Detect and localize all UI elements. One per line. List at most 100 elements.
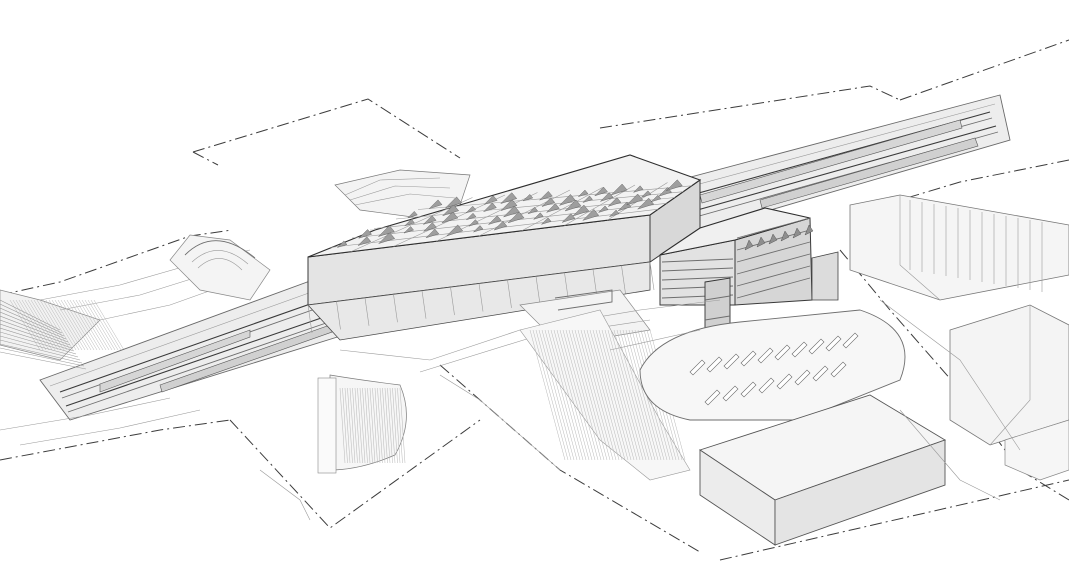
structure-column bbox=[649, 261, 655, 291]
hatch-line bbox=[90, 299, 122, 351]
roof-skylight bbox=[541, 197, 556, 207]
bus-bay bbox=[740, 381, 757, 398]
hatch-line bbox=[354, 387, 361, 464]
roof-skylight bbox=[503, 205, 520, 218]
hatch-line bbox=[359, 387, 366, 464]
hatch-line bbox=[69, 299, 101, 351]
roof-skylight bbox=[666, 179, 683, 191]
roof-skylight bbox=[423, 215, 437, 225]
structure-column bbox=[621, 265, 626, 294]
hatch-line bbox=[72, 299, 104, 351]
garden-hatch bbox=[317, 374, 407, 474]
bus-bay bbox=[757, 347, 774, 364]
bus-bay bbox=[842, 332, 859, 349]
hatch-line bbox=[45, 299, 77, 351]
roof-skylight bbox=[473, 225, 484, 233]
seating-row bbox=[0, 339, 81, 361]
hatch-line bbox=[21, 299, 53, 351]
bus-bay bbox=[830, 361, 847, 378]
left-stadium bbox=[0, 299, 87, 370]
hatch-line bbox=[42, 299, 74, 351]
hatch-line bbox=[66, 299, 98, 351]
hatch-line bbox=[347, 387, 353, 464]
roof-skylight bbox=[500, 199, 518, 211]
seating-row bbox=[0, 347, 85, 367]
seating-row bbox=[0, 331, 77, 355]
roof-skylight bbox=[403, 226, 414, 234]
roof-skylight bbox=[582, 195, 593, 203]
hatch-line bbox=[9, 299, 41, 351]
bus-bay bbox=[825, 335, 842, 352]
hatch-line bbox=[397, 387, 403, 464]
hatch-line bbox=[538, 329, 575, 461]
structure-column bbox=[393, 294, 398, 323]
hatch-line bbox=[604, 329, 641, 461]
hatch-line bbox=[344, 387, 351, 464]
hatch-line bbox=[30, 299, 62, 351]
hatch-line bbox=[595, 329, 632, 461]
hatch-line bbox=[339, 387, 346, 464]
hatch-line bbox=[625, 329, 662, 461]
roof-skylight bbox=[559, 194, 576, 206]
hatch-line bbox=[562, 329, 599, 461]
hatch-line bbox=[384, 387, 391, 464]
roof-skylight bbox=[378, 232, 396, 244]
facade-floor-line bbox=[661, 276, 734, 281]
bus-bay bbox=[723, 353, 740, 370]
hatch-line bbox=[607, 329, 644, 461]
bus-bay bbox=[794, 369, 811, 386]
roof-skylight bbox=[609, 209, 620, 217]
facade-floor-line bbox=[736, 277, 811, 299]
bus-bay bbox=[774, 344, 791, 361]
seating-row bbox=[0, 311, 67, 340]
hatch-line bbox=[544, 329, 581, 461]
hatch-line bbox=[553, 329, 590, 461]
roof-skylight bbox=[445, 196, 462, 209]
roof-skylight bbox=[484, 195, 498, 205]
hatch-line bbox=[556, 329, 593, 461]
structure-column bbox=[535, 276, 541, 305]
hatch-line bbox=[372, 387, 378, 464]
station-main-block bbox=[307, 154, 702, 341]
hatch-line bbox=[559, 329, 596, 461]
hatch-line bbox=[601, 329, 638, 461]
hatch-line bbox=[374, 387, 381, 464]
seating-row bbox=[0, 351, 87, 370]
hatch-line bbox=[399, 387, 406, 464]
hatch-line bbox=[547, 329, 584, 461]
hatch-line bbox=[616, 329, 653, 461]
hatch-line bbox=[48, 299, 80, 351]
seating-row bbox=[0, 319, 71, 346]
structure-column bbox=[478, 283, 484, 312]
facade-triangle bbox=[780, 230, 790, 242]
hatch-line bbox=[57, 299, 89, 351]
hatch-line bbox=[51, 299, 83, 351]
hatch-line bbox=[369, 387, 376, 464]
roof-skylight bbox=[651, 194, 662, 202]
bus-station bbox=[639, 309, 906, 421]
hatch-line bbox=[63, 299, 95, 351]
roof-skylight bbox=[357, 236, 372, 246]
roof-skylight bbox=[465, 205, 477, 213]
hatch-line bbox=[24, 299, 56, 351]
hatch-line bbox=[529, 329, 566, 461]
roof-skylight bbox=[442, 204, 460, 216]
roof-skylight bbox=[539, 191, 553, 201]
hatch-line bbox=[622, 329, 659, 461]
seating-row bbox=[0, 303, 63, 334]
roof-skylight bbox=[425, 228, 440, 239]
facade-triangle bbox=[804, 224, 814, 236]
hatch-line bbox=[352, 387, 358, 464]
hatch-line bbox=[84, 299, 116, 351]
roof-skylight bbox=[507, 211, 525, 224]
hatch-line bbox=[532, 329, 569, 461]
hatch-line bbox=[33, 299, 65, 351]
hatch-line bbox=[81, 299, 113, 351]
roof-skylight bbox=[423, 222, 437, 232]
hatch-line bbox=[550, 329, 587, 461]
road-hatch bbox=[519, 309, 691, 481]
roof-skylight bbox=[466, 212, 477, 220]
roof-skylight bbox=[541, 217, 552, 225]
roof-skylight bbox=[598, 205, 609, 213]
